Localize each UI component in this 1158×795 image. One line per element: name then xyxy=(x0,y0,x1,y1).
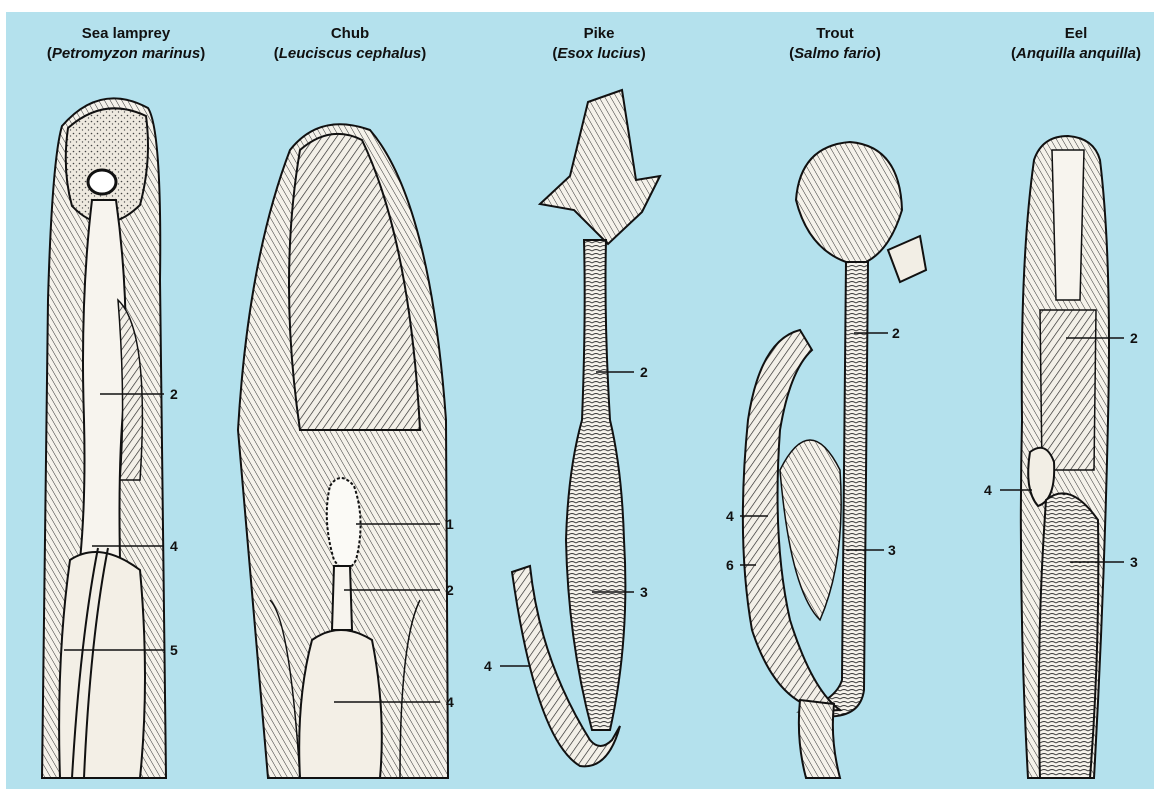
chub-esophagus xyxy=(332,566,352,630)
chub-lower-organ xyxy=(299,630,382,778)
callout-label: 4 xyxy=(726,508,734,524)
callout-label: 5 xyxy=(170,642,178,658)
trout-illustration: 2 4 6 3 xyxy=(726,142,926,778)
trout-intestine xyxy=(799,700,840,778)
lamprey-mouth xyxy=(88,170,116,194)
pike-esophagus xyxy=(566,240,625,730)
pike-illustration: 2 3 4 xyxy=(484,90,660,766)
eel-gill-region xyxy=(1040,310,1096,470)
chub-inner-cavity xyxy=(289,134,420,430)
chub-illustration: 1 2 4 xyxy=(238,124,454,778)
callout-label: 2 xyxy=(1130,330,1138,346)
callout-label: 2 xyxy=(640,364,648,380)
callout-label: 6 xyxy=(726,557,734,573)
callout-label: 4 xyxy=(446,694,454,710)
callout-label: 4 xyxy=(984,482,992,498)
eel-lower-organ xyxy=(1039,493,1098,778)
callout-label: 3 xyxy=(1130,554,1138,570)
callout-label: 2 xyxy=(170,386,178,402)
callout-label: 2 xyxy=(892,325,900,341)
callout-label: 3 xyxy=(640,584,648,600)
callout-label: 4 xyxy=(170,538,178,554)
eel-illustration: 2 4 3 xyxy=(984,136,1138,778)
eel-pharynx xyxy=(1052,150,1084,300)
trout-flap xyxy=(888,236,926,282)
trout-inner-organ xyxy=(780,440,841,620)
callout-label: 2 xyxy=(446,582,454,598)
callout-label: 3 xyxy=(888,542,896,558)
pike-pharynx-top xyxy=(540,90,660,244)
callout-label: 1 xyxy=(446,516,454,532)
callout-label: 4 xyxy=(484,658,492,674)
lamprey-pharynx xyxy=(80,200,126,560)
trout-head-bulb xyxy=(796,142,902,262)
lamprey-illustration: 2 4 5 xyxy=(42,98,178,778)
